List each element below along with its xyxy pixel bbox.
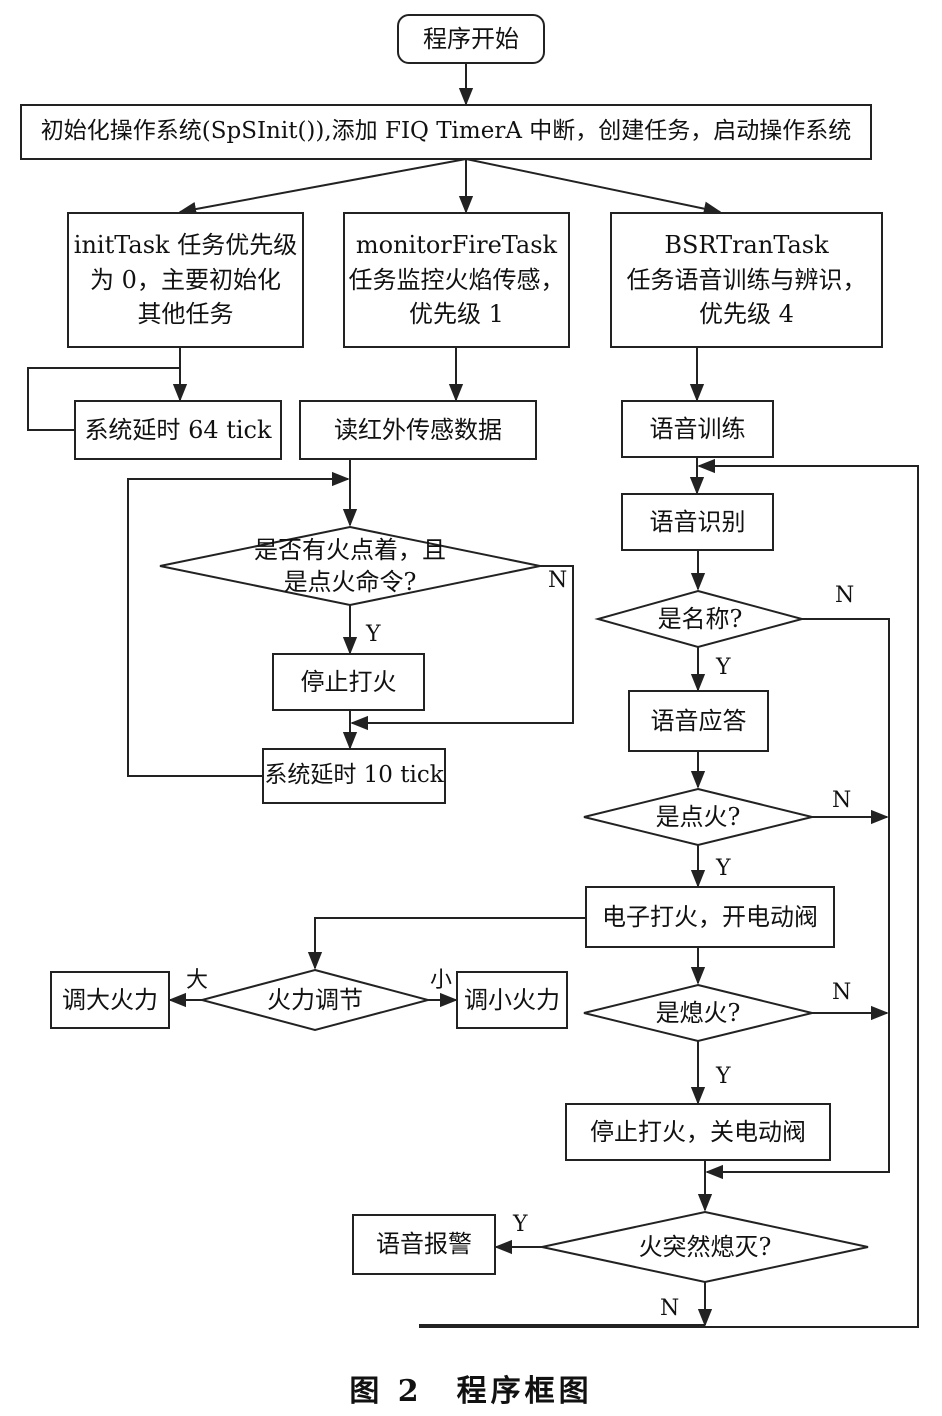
task-monitor-line-1: monitorFireTask <box>355 230 558 259</box>
read-ir-box: 读红外传感数据 <box>299 400 537 460</box>
stop-close-label: 停止打火，关电动阀 <box>590 1117 806 1146</box>
decision-adjust-label: 火力调节 <box>267 985 363 1014</box>
task-bsr-line-2: 任务语音训练与辨识， <box>626 265 867 294</box>
voice-answer-label: 语音应答 <box>650 706 747 735</box>
stop-fire-box: 停止打火 <box>272 653 425 711</box>
label-y-sudden: Y <box>513 1212 528 1237</box>
delay-10-label: 系统延时 10 tick <box>264 762 444 789</box>
decision-sudden-text: 火突然熄灭? <box>580 1228 830 1266</box>
delay-64-box: 系统延时 64 tick <box>74 400 282 460</box>
start-label: 程序开始 <box>423 24 519 53</box>
label-n-name: N <box>835 583 855 608</box>
label-small: 小 <box>430 968 453 993</box>
figure-caption: 图 2 程序框图 <box>349 1374 593 1409</box>
label-y-name: Y <box>716 655 731 680</box>
voice-recog-box: 语音识别 <box>621 493 774 551</box>
decision-adjust-diamond <box>198 968 432 1032</box>
ignite-valve-label: 电子打火，开电动阀 <box>602 902 818 931</box>
label-y-fire: Y <box>366 622 381 647</box>
decision-fire-text: 是否有火点着，且 是点火命令? <box>200 530 500 602</box>
label-y-ignite: Y <box>716 856 731 881</box>
decrease-fire-label: 调小火力 <box>464 985 560 1014</box>
stop-fire-label: 停止打火 <box>300 667 397 696</box>
decision-fire-line-1: 是否有火点着，且 <box>254 535 446 564</box>
task-init-line-2: 为 0，主要初始化 <box>90 265 281 294</box>
decision-name-label: 是名称? <box>657 604 743 633</box>
label-n-sudden: N <box>660 1296 680 1321</box>
task-bsr-line-1: BSRTranTask <box>664 230 829 259</box>
label-y-out: Y <box>716 1064 731 1089</box>
label-n-out: N <box>832 980 852 1005</box>
init-os-label: 初始化操作系统(SpSInit()),添加 FIQ TimerA 中断，创建任务… <box>40 118 852 145</box>
voice-train-label: 语音训练 <box>649 414 746 443</box>
task-monitor-box: monitorFireTask 任务监控火焰传感， 优先级 1 <box>343 212 570 348</box>
ignite-valve-box: 电子打火，开电动阀 <box>585 886 835 948</box>
decision-ignite-text: 是点火? <box>600 798 796 836</box>
start-node: 程序开始 <box>397 14 545 64</box>
increase-fire-box: 调大火力 <box>50 971 170 1029</box>
label-n-ignite: N <box>832 788 852 813</box>
task-monitor-line-3: 优先级 1 <box>409 300 504 329</box>
voice-answer-box: 语音应答 <box>628 690 769 752</box>
init-os-box: 初始化操作系统(SpSInit()),添加 FIQ TimerA 中断，创建任务… <box>20 104 872 160</box>
label-n-fire: N <box>548 568 568 593</box>
voice-recog-label: 语音识别 <box>649 507 746 536</box>
read-ir-label: 读红外传感数据 <box>334 415 502 444</box>
voice-train-box: 语音训练 <box>621 400 774 458</box>
decision-out-text: 是熄火? <box>600 994 796 1032</box>
stop-close-box: 停止打火，关电动阀 <box>565 1103 831 1161</box>
voice-alarm-box: 语音报警 <box>352 1214 496 1275</box>
increase-fire-label: 调大火力 <box>62 985 158 1014</box>
task-init-box: initTask 任务优先级 为 0，主要初始化 其他任务 <box>67 212 304 348</box>
task-bsr-line-3: 优先级 4 <box>699 300 794 329</box>
label-big: 大 <box>186 968 209 993</box>
delay-10-box: 系统延时 10 tick <box>262 748 446 804</box>
decision-sudden-label: 火突然熄灭? <box>638 1232 772 1261</box>
task-init-line-1: initTask 任务优先级 <box>73 230 298 259</box>
task-bsr-box: BSRTranTask 任务语音训练与辨识， 优先级 4 <box>610 212 883 348</box>
decision-name-text: 是名称? <box>610 600 790 638</box>
task-init-line-3: 其他任务 <box>137 300 234 329</box>
voice-alarm-label: 语音报警 <box>376 1230 472 1259</box>
decrease-fire-box: 调小火力 <box>456 971 568 1029</box>
task-monitor-line-2: 任务监控火焰传感， <box>348 265 565 294</box>
decision-ignite-label: 是点火? <box>655 802 741 831</box>
decision-fire-line-2: 是点火命令? <box>283 568 417 596</box>
decision-out-label: 是熄火? <box>655 998 741 1027</box>
delay-64-label: 系统延时 64 tick <box>84 415 272 444</box>
decision-adjust-text: 火力调节 <box>220 981 410 1019</box>
